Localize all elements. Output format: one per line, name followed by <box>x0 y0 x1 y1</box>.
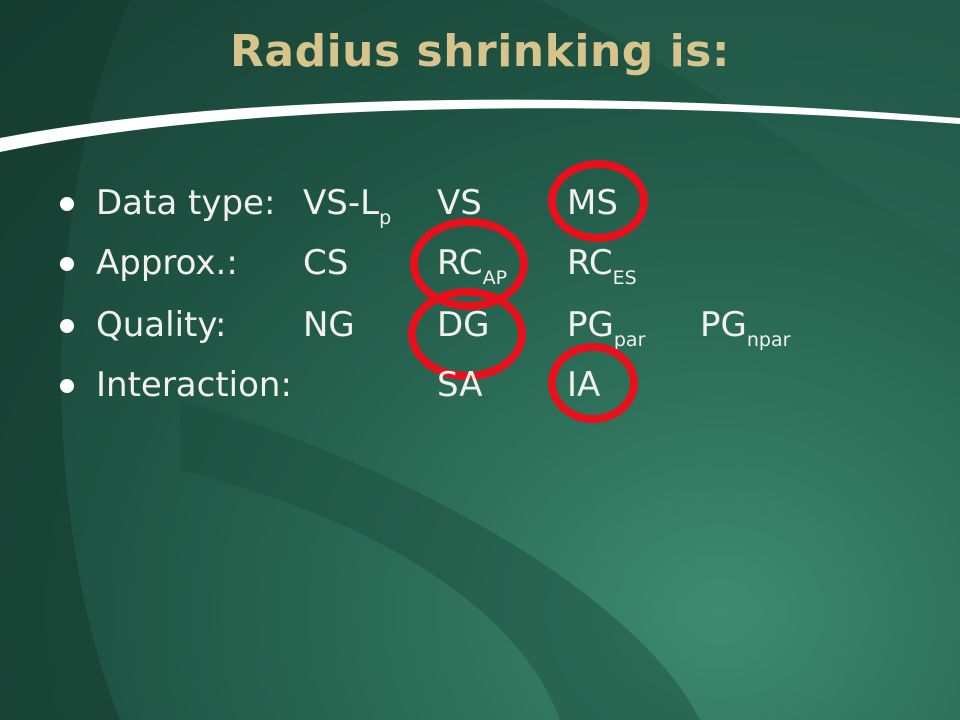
row-value: PGpar <box>567 305 645 350</box>
row-label: Interaction: <box>96 365 292 405</box>
bullet-dot <box>60 319 74 333</box>
white-swoosh-curve <box>0 99 960 152</box>
row-label: Approx.: <box>96 243 238 283</box>
value-subscript: npar <box>746 329 791 351</box>
bullet-dot <box>60 197 74 211</box>
value-text: NG <box>303 305 355 345</box>
value-text: RC <box>567 243 613 283</box>
row-label: Quality: <box>96 305 227 345</box>
value-subscript: par <box>613 329 646 351</box>
bullet-dot <box>60 379 74 393</box>
value-subscript: p <box>379 207 392 229</box>
value-subscript: ES <box>612 267 637 289</box>
row-value: SA <box>437 365 482 405</box>
value-text: PG <box>567 305 614 345</box>
row-value: VS <box>437 183 482 223</box>
highlight-circle <box>548 160 648 242</box>
row-value: NG <box>303 305 355 345</box>
value-text: SA <box>437 365 483 405</box>
slide-title: Radius shrinking is: <box>230 26 730 77</box>
highlight-circle <box>548 343 638 423</box>
value-text: PG <box>700 305 747 345</box>
row-label: Data type: <box>96 183 276 223</box>
row-value: CS <box>303 243 348 283</box>
value-text: VS-L <box>303 183 380 223</box>
row-value: VS-Lp <box>303 183 391 228</box>
row-value: PGnpar <box>700 305 790 350</box>
highlight-circle <box>408 288 526 380</box>
value-text: CS <box>303 243 349 283</box>
bullet-dot <box>60 257 74 271</box>
value-text: VS <box>437 183 482 223</box>
row-value: RCES <box>567 243 637 288</box>
